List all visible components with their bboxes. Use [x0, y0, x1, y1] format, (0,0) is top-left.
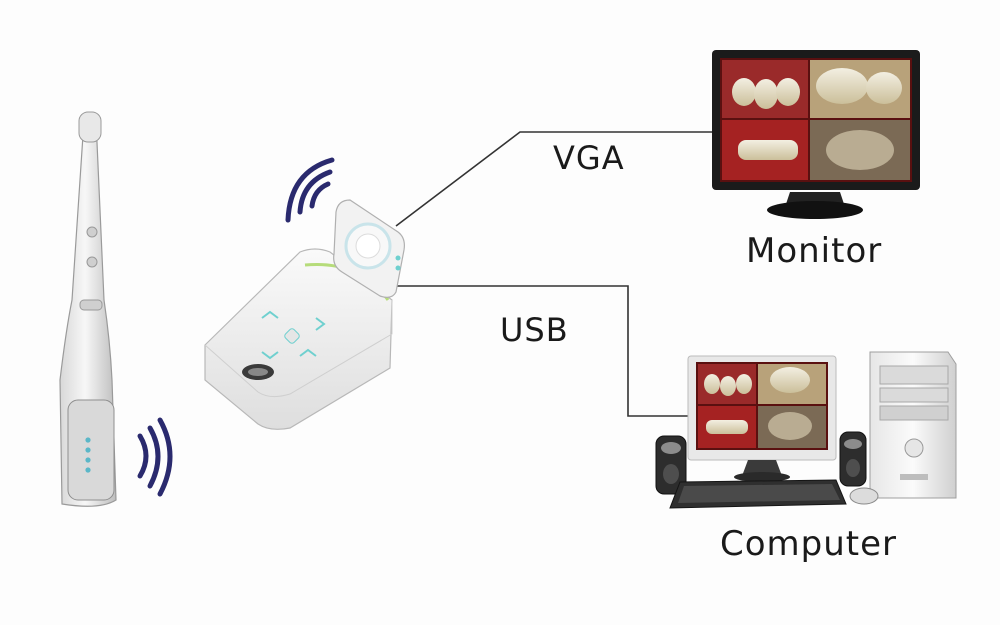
- mouse-icon: [849, 487, 879, 505]
- monitor-icon: [712, 50, 920, 219]
- wireless-wave-icon: [285, 157, 335, 223]
- wireless-wave-icon: [137, 417, 173, 497]
- intraoral-camera-icon: [59, 111, 117, 507]
- computer-icon: [687, 351, 957, 499]
- monitor-label: Monitor: [746, 231, 883, 271]
- keyboard-icon: [669, 479, 847, 509]
- vga-cable-line: [395, 131, 712, 227]
- speaker-icon: [839, 431, 867, 487]
- speaker-icon: [655, 435, 687, 495]
- wireless-receiver-icon: [204, 199, 405, 430]
- usb-cable-line: [392, 285, 700, 417]
- vga-label: VGA: [553, 139, 625, 177]
- computer-label: Computer: [720, 524, 898, 564]
- usb-label: USB: [500, 311, 569, 349]
